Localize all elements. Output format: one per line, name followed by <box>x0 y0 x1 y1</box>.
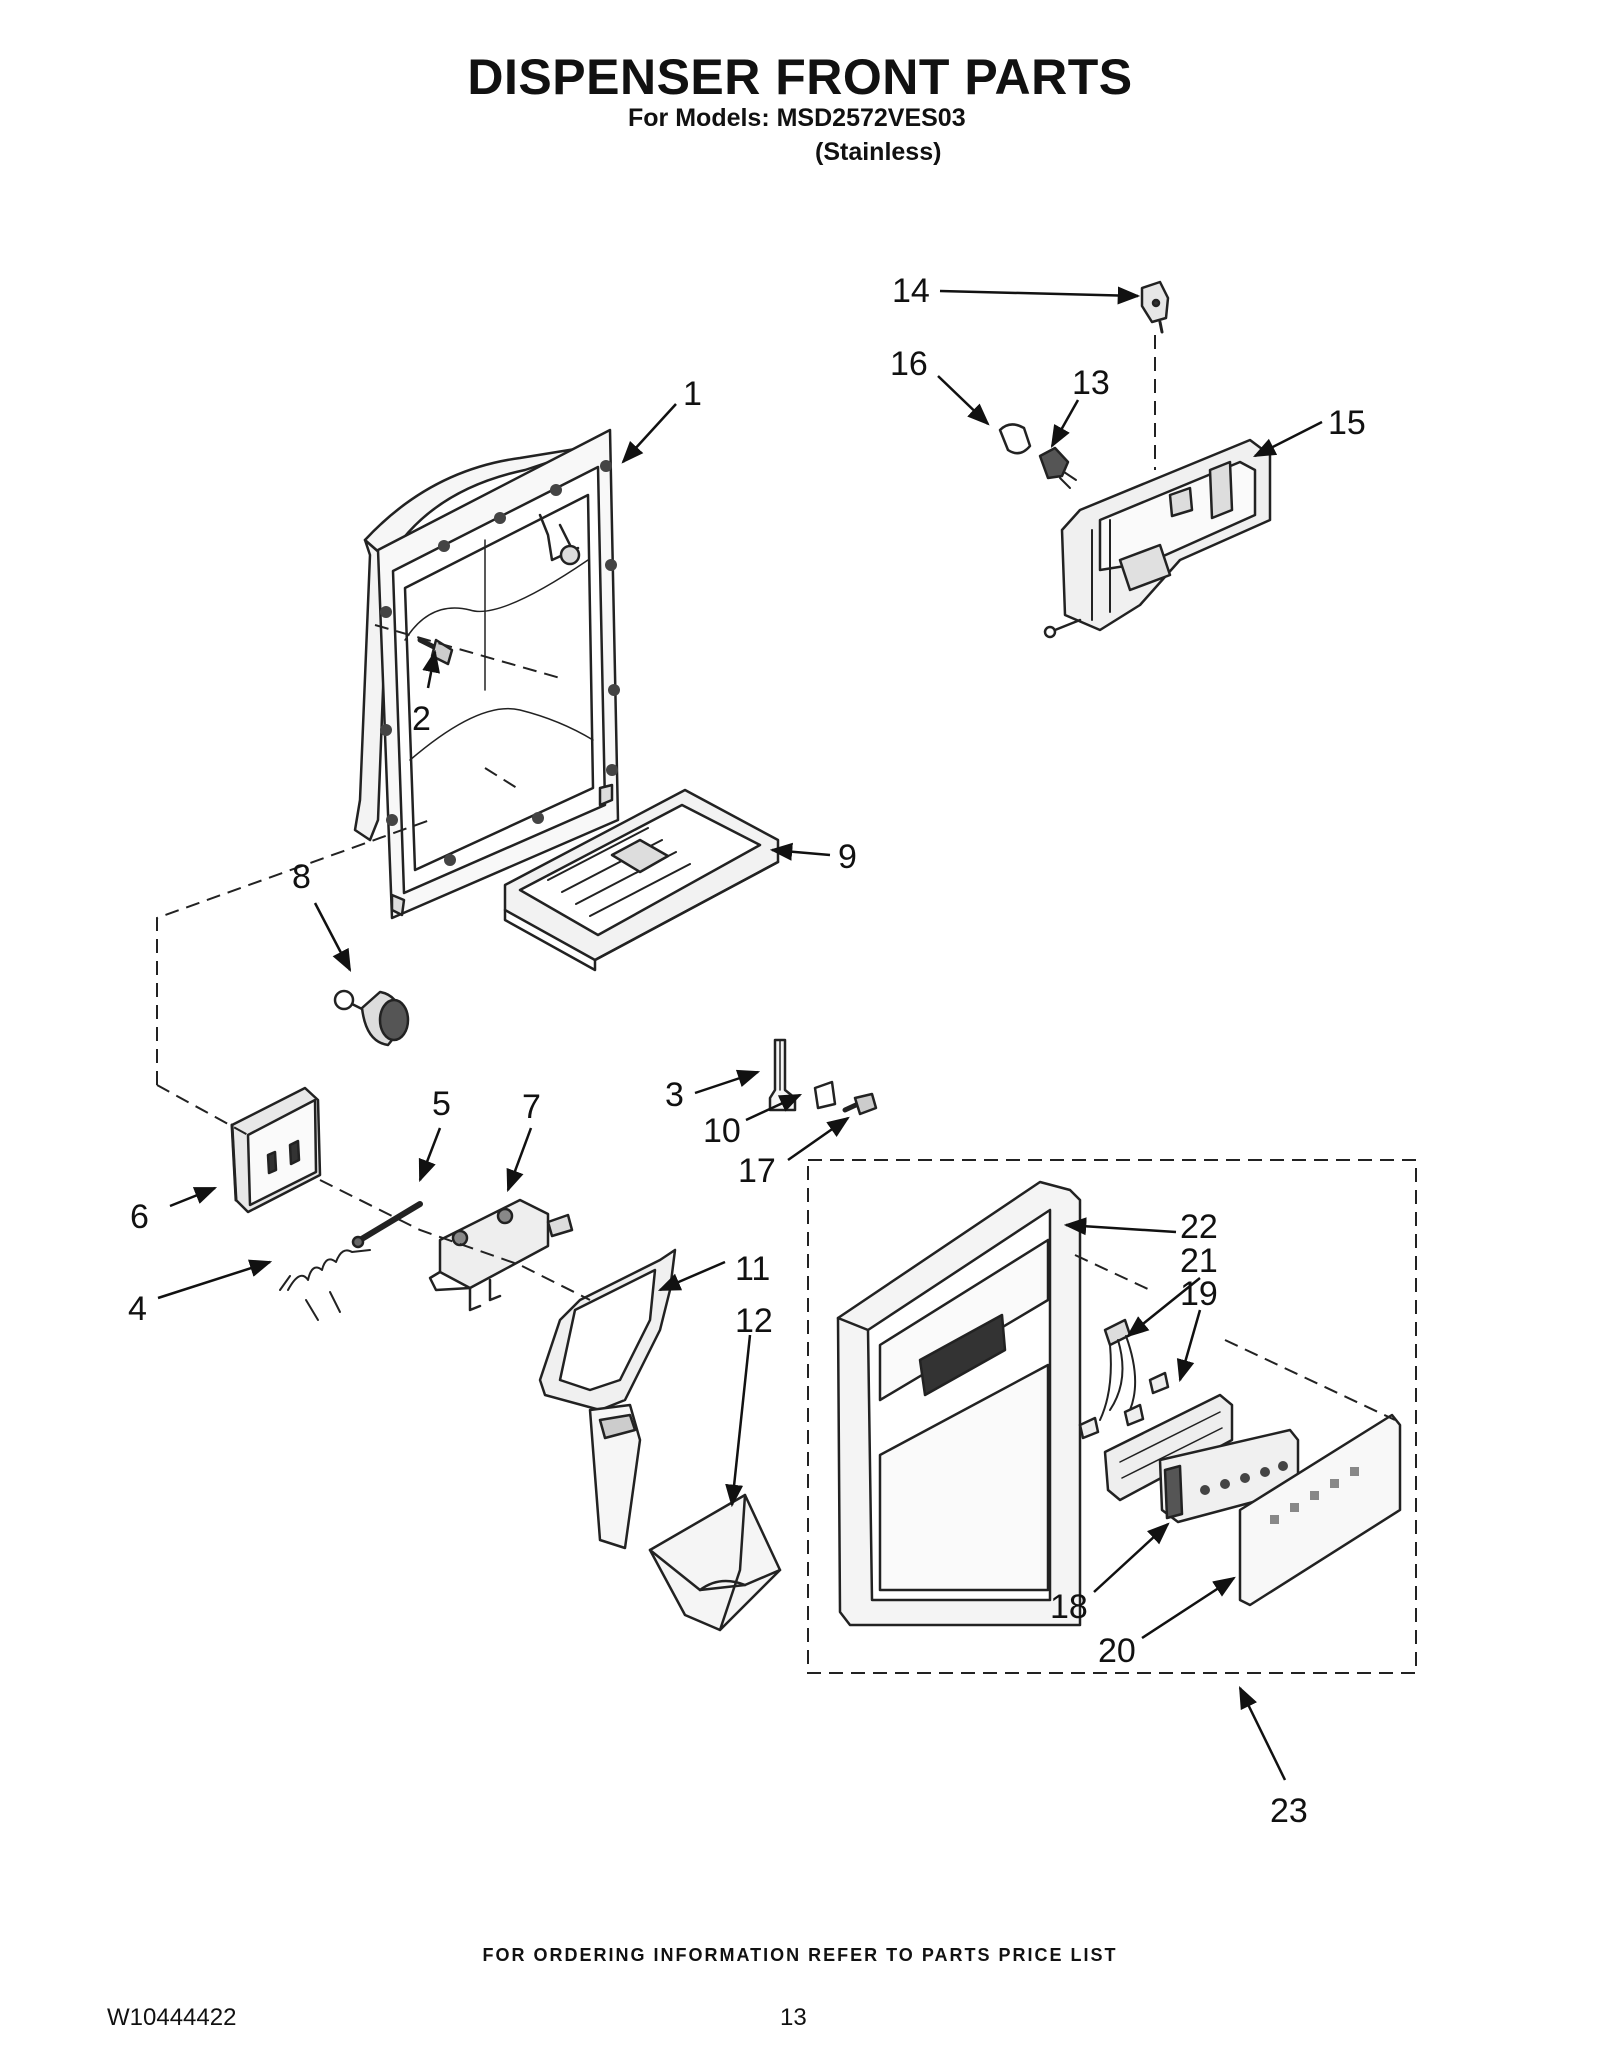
ordering-note: FOR ORDERING INFORMATION REFER TO PARTS … <box>482 1945 1118 1965</box>
callout-20: 20 <box>1098 1632 1136 1670</box>
callout-13: 13 <box>1072 364 1110 402</box>
assembly-kit-box <box>807 1159 1417 1674</box>
callout-19: 19 <box>1180 1275 1218 1313</box>
membrane-panel-part <box>1238 1413 1402 1607</box>
spring-part <box>279 1249 371 1321</box>
actuator-pad-part <box>230 1086 322 1214</box>
actuator-arm-part <box>538 1248 677 1550</box>
light-bulb-part <box>998 423 1032 455</box>
finish-line: (Stainless) <box>815 138 942 166</box>
lamp-socket-part <box>1038 446 1077 489</box>
control-housing-part <box>1043 438 1272 639</box>
callout-16: 16 <box>890 345 928 383</box>
callout-5: 5 <box>432 1085 451 1123</box>
callout-21: 21 <box>1180 1242 1218 1280</box>
models-line: For Models: MSD2572VES03 <box>628 104 966 132</box>
callout-12: 12 <box>735 1302 773 1340</box>
mounting-screw-part <box>842 1092 878 1116</box>
callout-18: 18 <box>1050 1588 1088 1626</box>
callout-1: 1 <box>683 375 702 413</box>
switch-tab-part <box>813 1080 837 1110</box>
callout-6: 6 <box>130 1198 149 1236</box>
callout-7: 7 <box>522 1088 541 1126</box>
document-id: W10444422 <box>107 2004 237 2031</box>
lever-bracket-part <box>428 1198 574 1312</box>
callout-17: 17 <box>738 1152 776 1190</box>
callout-11: 11 <box>735 1250 770 1288</box>
ice-chute-funnel-part <box>648 1493 782 1632</box>
callout-labels: 1 2 3 4 5 6 7 8 9 10 11 12 13 14 15 16 1… <box>128 272 1366 1830</box>
dispenser-housing-part <box>353 428 620 920</box>
callout-9: 9 <box>838 838 857 876</box>
wire-harness-part <box>1078 1318 1170 1440</box>
callout-10: 10 <box>703 1112 741 1150</box>
callout-8: 8 <box>292 858 311 896</box>
callout-15: 15 <box>1328 404 1366 442</box>
callout-2: 2 <box>412 700 431 738</box>
callout-23: 23 <box>1270 1792 1308 1830</box>
pivot-pin-part <box>351 1201 423 1249</box>
callout-14: 14 <box>892 272 930 310</box>
switch-actuator-part <box>1140 280 1170 334</box>
dispenser-front-panel-part <box>836 1180 1082 1627</box>
callout-22: 22 <box>1180 1208 1218 1246</box>
page-number: 13 <box>780 2004 807 2031</box>
callout-3: 3 <box>665 1076 684 1114</box>
bushing-part <box>333 989 410 1047</box>
control-bracket-part <box>1103 1393 1234 1502</box>
callout-4: 4 <box>128 1290 147 1328</box>
drip-tray-part <box>503 788 780 972</box>
diagram-title: DISPENSER FRONT PARTS <box>467 49 1133 105</box>
